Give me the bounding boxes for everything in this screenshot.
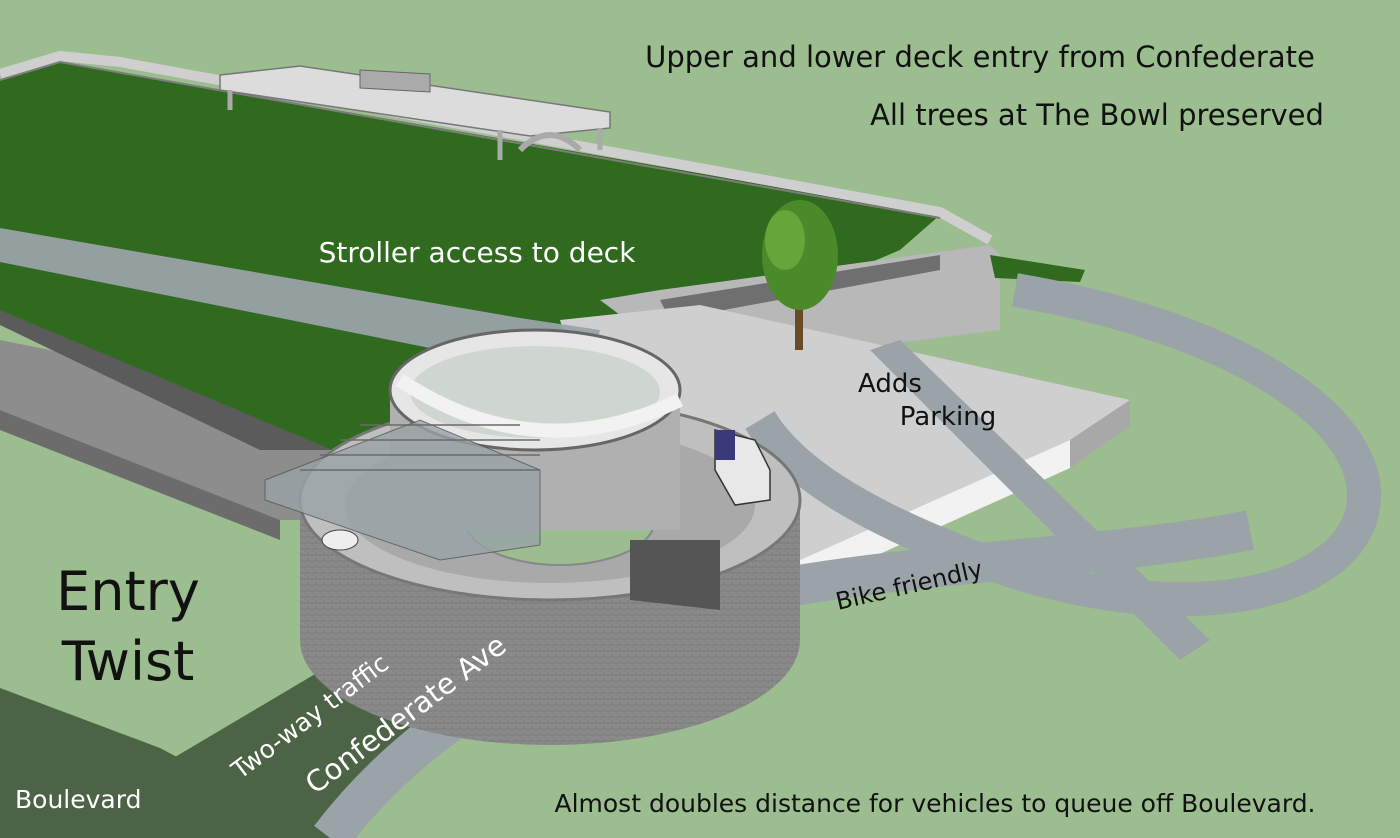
note-queue: Almost doubles distance for vehicles to … <box>554 789 1315 818</box>
label-boulevard: Boulevard <box>15 785 141 814</box>
note-trees: All trees at The Bowl preserved <box>870 98 1324 132</box>
label-adds: Adds <box>858 369 922 399</box>
label-stroller: Stroller access to deck <box>319 236 637 269</box>
pavilion-booth <box>360 70 430 92</box>
label-parking: Parking <box>900 402 996 432</box>
title-line2: Twist <box>61 630 195 693</box>
title-line1: Entry <box>56 560 200 623</box>
car-icon <box>322 530 358 550</box>
ramp-entry <box>630 540 720 610</box>
note-upper-lower: Upper and lower deck entry from Confeder… <box>645 40 1315 74</box>
